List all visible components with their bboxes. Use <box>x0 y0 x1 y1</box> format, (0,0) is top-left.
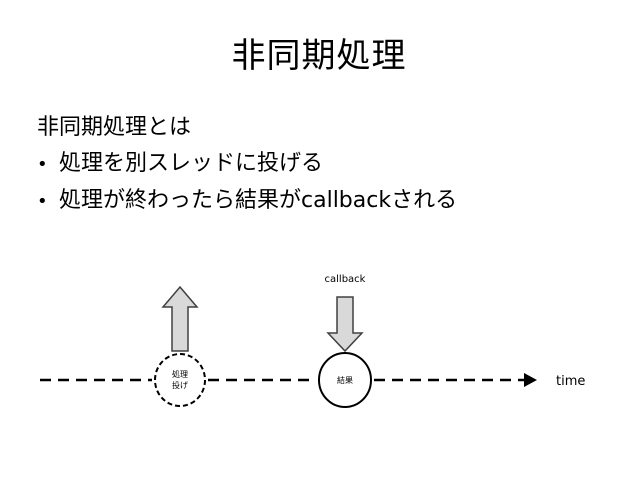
bullet-text-dispatch: 処理を別スレッドに投げる <box>59 151 324 176</box>
dispatch-node-label-line2: 投げ <box>172 380 188 390</box>
slide-body: 非同期処理とは • 処理を別スレッドに投げる • 処理が終わったら結果がcall… <box>37 110 617 220</box>
async-diagram: time 処理 投げ 結果 callback <box>40 274 585 408</box>
bullet-item-dispatch: • 処理を別スレッドに投げる <box>37 146 617 183</box>
bullet-item-callback: • 処理が終わったら結果がcallbackされる <box>37 183 617 220</box>
bullet-text-callback: 処理が終わったら結果がcallbackされる <box>59 188 458 213</box>
dispatch-node <box>154 353 206 407</box>
result-node-label: 結果 <box>337 375 353 385</box>
body-heading: 非同期処理とは <box>37 115 192 140</box>
dispatch-node-label-line1: 処理 <box>172 369 188 379</box>
callback-label: callback <box>325 274 366 285</box>
timeline-label: time <box>556 374 585 389</box>
slide-title: 非同期処理 <box>231 36 407 76</box>
result-node <box>318 352 372 408</box>
bullet-list: • 処理を別スレッドに投げる • 処理が終わったら結果がcallbackされる <box>37 146 617 220</box>
bullet-mark: • <box>37 191 48 212</box>
dispatch-up-arrow-icon <box>161 285 199 352</box>
timeline-arrowhead-icon <box>524 373 537 387</box>
bullet-mark: • <box>37 154 48 175</box>
callback-down-arrow-icon <box>326 296 364 353</box>
